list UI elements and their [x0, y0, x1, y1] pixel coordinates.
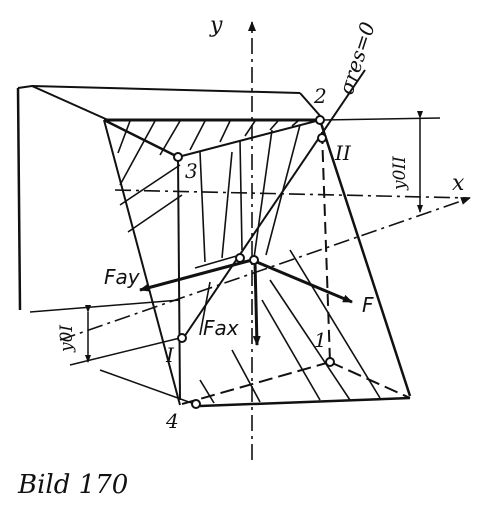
centroid-right-marker — [249, 255, 259, 265]
x-axis-direction — [59, 197, 471, 341]
zero-stress-label: σres=0 — [334, 19, 380, 98]
stress-hatching — [117, 120, 381, 404]
y0II-label: y0II — [390, 156, 410, 191]
point-I-label: I — [165, 343, 175, 367]
point-1-marker — [325, 357, 335, 367]
force-fay-label: Fay — [104, 265, 141, 289]
beam-body — [16, 84, 323, 311]
point-I-marker — [177, 333, 187, 343]
centroid-left-marker — [235, 253, 245, 263]
node-points — [173, 115, 335, 409]
edge-II-1 — [321, 131, 331, 363]
force-fax-label: Fax — [203, 316, 239, 340]
point-3-marker — [173, 152, 183, 162]
y0I-label: y0I — [57, 325, 77, 353]
force-fay-arrow — [139, 258, 253, 292]
dimension-y0I — [29, 299, 181, 366]
bottom-face — [99, 361, 411, 408]
force-fax-arrow — [252, 261, 261, 346]
force-f-arrow — [251, 258, 353, 304]
force-f-label: F — [362, 293, 374, 317]
point-II-label: II — [334, 141, 352, 165]
x-axis-label: x — [452, 171, 465, 196]
x-axis — [114, 189, 471, 199]
y-axis-label: y — [209, 13, 223, 38]
point-3-label: 3 — [185, 159, 198, 183]
point-II-marker — [317, 133, 327, 143]
point-4-marker — [191, 399, 201, 409]
point-2-label: 2 — [313, 84, 327, 108]
dimension-y0II — [321, 111, 441, 213]
upper-stress-wedge — [103, 118, 412, 406]
point-4-label: 4 — [165, 409, 179, 433]
point-1-label: 1 — [314, 328, 327, 352]
point-2-marker — [315, 115, 325, 125]
figure-caption: Bild 170 — [18, 470, 129, 500]
zero-stress-line — [181, 69, 366, 341]
